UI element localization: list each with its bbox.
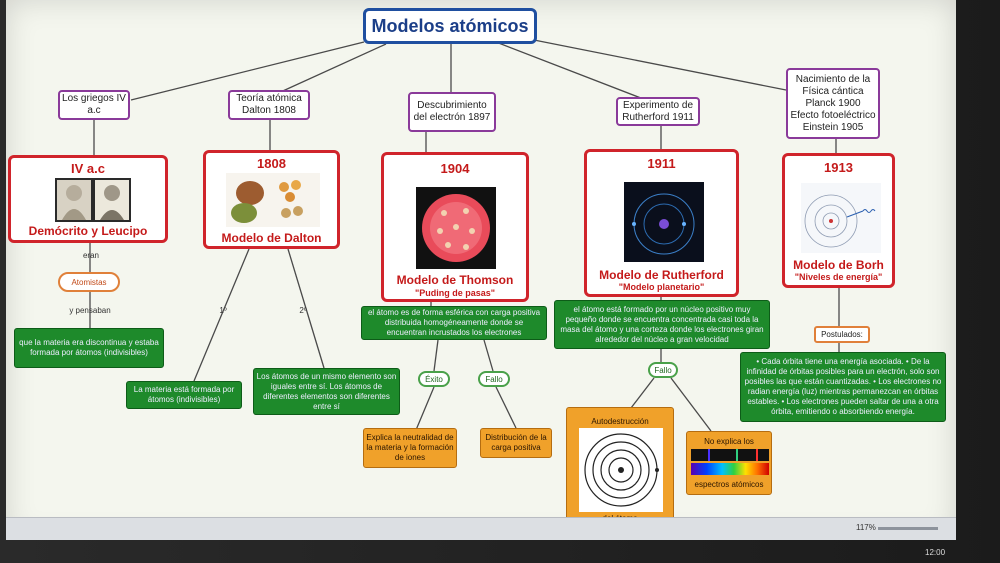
model-subtitle: "Modelo planetario" (618, 282, 705, 292)
materia-discontinua-node[interactable]: que la materia era discontinua y estaba … (14, 328, 164, 368)
atomistas-node[interactable]: Atomistas (58, 272, 120, 292)
model-rutherford[interactable]: 1911 Modelo de Rutherford "Modelo planet… (584, 149, 739, 297)
branch-borh[interactable]: Nacimiento de la Física cántica Planck 1… (786, 68, 880, 139)
plum-pudding-image (416, 187, 496, 269)
atomos-iguales-node[interactable]: Los átomos de un mismo elemento son igua… (253, 368, 400, 415)
borh-orbits-image (801, 183, 881, 253)
zoom-level[interactable]: 117% (856, 523, 876, 532)
link-eran: eran (82, 251, 99, 260)
model-name: Modelo de Thomson (396, 273, 514, 287)
rutherford-atom-image (624, 182, 704, 262)
model-year: 1808 (257, 156, 286, 171)
borh-postulados-node[interactable]: • Cada órbita tiene una energía asociada… (740, 352, 946, 422)
connector-lines (89, 39, 840, 432)
model-year: IV a.c (71, 161, 105, 176)
model-dalton[interactable]: 1808 Modelo de Dalton (203, 150, 340, 249)
model-name: Modelo de Rutherford (599, 268, 724, 282)
model-year: 1913 (824, 160, 853, 175)
model-democrito[interactable]: IV a.c Demócrito y Leucipo (8, 155, 168, 243)
map-title[interactable]: Modelos atómicos (363, 8, 537, 44)
postulados-node[interactable]: Postulados: (814, 326, 870, 343)
thomson-description-node[interactable]: el átomo es de forma esférica con carga … (361, 306, 547, 340)
concept-map-canvas: Modelos atómicos Los griegos IV a.c Teor… (6, 0, 956, 540)
model-name: Modelo de Dalton (221, 231, 322, 245)
rutherford-description-node[interactable]: el átomo está formado por un núcleo posi… (554, 300, 770, 349)
branch-electron[interactable]: Descubrimiento del electrón 1897 (408, 92, 496, 132)
distribucion-carga-node[interactable]: Distribución de la carga positiva (480, 428, 552, 458)
model-thomson[interactable]: 1904 Modelo de Thomson "Puding de pasas" (381, 152, 529, 302)
zoom-slider[interactable] (878, 527, 938, 530)
model-borh[interactable]: 1913 Modelo de Borh "Niveles de energía" (782, 153, 895, 288)
branch-dalton[interactable]: Teoría atómica Dalton 1808 (228, 90, 310, 120)
model-name: Demócrito y Leucipo (28, 224, 148, 238)
espectros-label: espectros atómicos (694, 480, 764, 489)
no-explica-espectros-node[interactable]: No explica los espectros atómicos (686, 431, 772, 495)
model-subtitle: "Niveles de energía" (794, 272, 883, 282)
link-y-pensaban: y pensaban (69, 306, 111, 315)
explica-neutralidad-node[interactable]: Explica la neutralidad de la materia y l… (363, 428, 457, 468)
collapsing-orbit-image (579, 428, 663, 512)
no-explica-label: No explica los (704, 437, 754, 446)
exito-node[interactable]: Éxito (418, 371, 450, 387)
fallo-thomson-node[interactable]: Fallo (478, 371, 510, 387)
materia-formada-node[interactable]: La materia está formada por átomos (indi… (126, 381, 242, 409)
status-bar: 117% (6, 517, 956, 540)
dalton-spheres-image (226, 173, 320, 227)
branch-rutherford[interactable]: Experimento de Rutherford 1911 (616, 97, 700, 126)
autodestruccion-node[interactable]: Autodestrucción del átomo (566, 407, 674, 530)
fallo-rutherford-node[interactable]: Fallo (648, 362, 678, 378)
philosophers-portrait (55, 178, 131, 222)
link-segundo: 2º (299, 306, 307, 315)
branch-griegos[interactable]: Los griegos IV a.c (58, 90, 130, 120)
taskbar-clock: 12:00 (925, 548, 946, 557)
model-subtitle: "Puding de pasas" (414, 288, 496, 298)
emission-spectrum-image (691, 449, 769, 475)
model-year: 1904 (440, 161, 470, 176)
autodestruccion-label: Autodestrucción (591, 417, 649, 426)
model-year: 1911 (647, 156, 676, 171)
model-name: Modelo de Borh (793, 258, 884, 272)
link-primero: 1º (219, 306, 227, 315)
